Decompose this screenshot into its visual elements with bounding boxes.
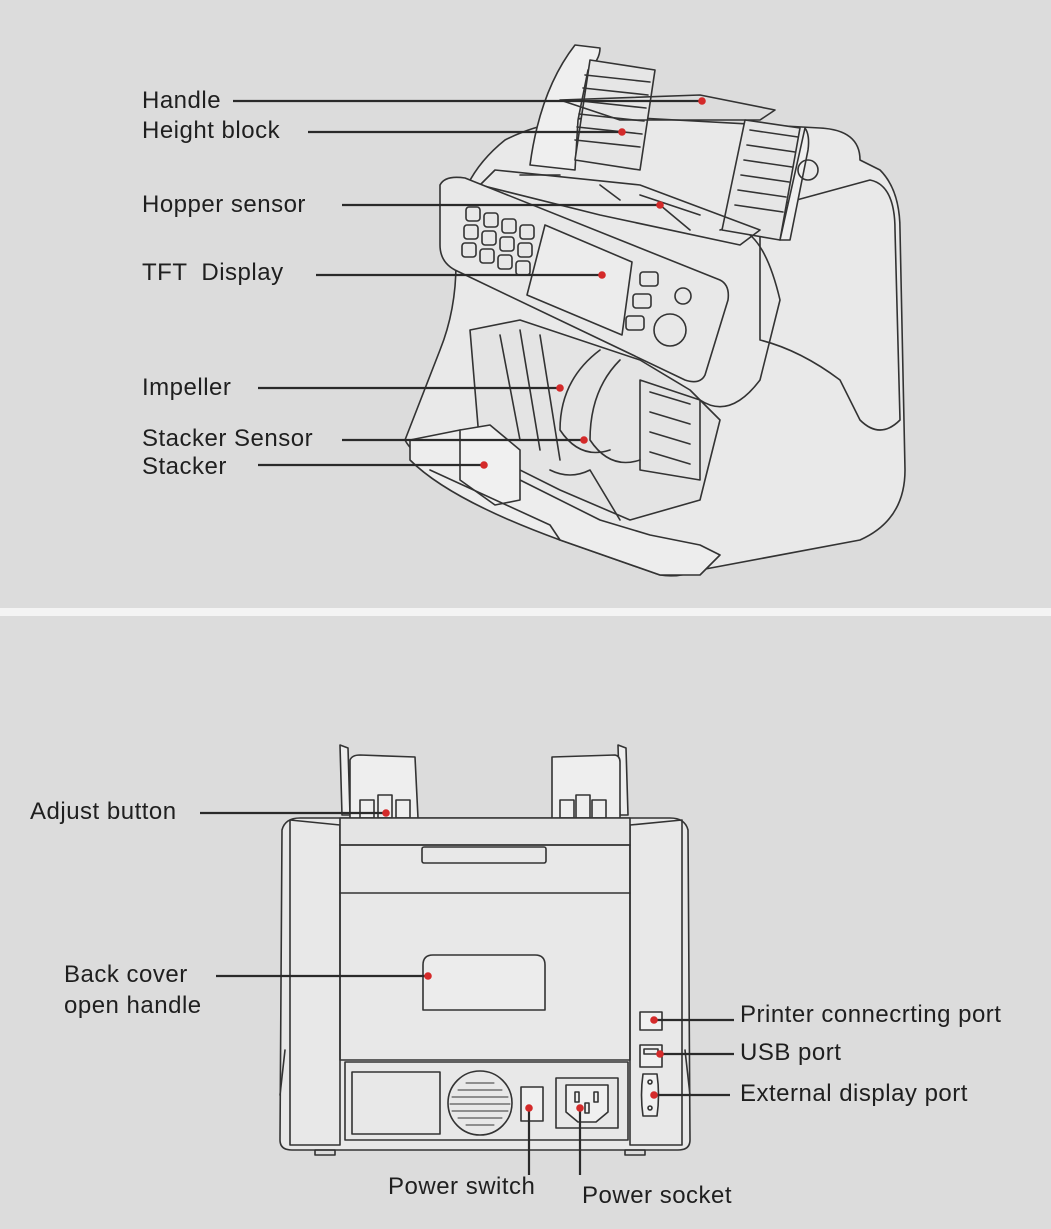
- label-stacker: Stacker: [142, 453, 227, 480]
- handle-dot: [698, 97, 706, 105]
- label-back-cover-line1: Back cover: [64, 961, 188, 988]
- label-power-socket: Power socket: [582, 1182, 733, 1209]
- external-display-port-dot: [650, 1091, 658, 1099]
- label-printer-port: Printer connecrting port: [740, 1001, 1002, 1028]
- rear-machine-illustration: [279, 744, 691, 1156]
- tft-display-dot: [598, 271, 606, 279]
- label-adjust-button: Adjust button: [30, 798, 177, 825]
- front-machine-illustration: [404, 44, 906, 577]
- adjust-button-dot: [382, 809, 390, 817]
- power-socket-dot: [576, 1104, 584, 1112]
- stacker-dot: [480, 461, 488, 469]
- printer-port-dot: [650, 1016, 658, 1024]
- callout-dots: [382, 97, 706, 1112]
- label-stacker-sensor: Stacker Sensor: [142, 425, 314, 452]
- stacker-sensor-dot: [580, 436, 588, 444]
- power-switch-dot: [525, 1104, 533, 1112]
- label-back-cover-line2: open handle: [64, 992, 202, 1019]
- height-block-dot: [618, 128, 626, 136]
- label-impeller: Impeller: [142, 374, 232, 401]
- label-power-switch: Power switch: [388, 1173, 536, 1200]
- label-tft-display: TFT Display: [142, 259, 284, 286]
- impeller-dot: [556, 384, 564, 392]
- callout-lines: [200, 99, 734, 1175]
- label-usb-port: USB port: [740, 1039, 842, 1066]
- hopper-sensor-dot: [656, 201, 664, 209]
- label-height-block: Height block: [142, 117, 281, 144]
- back-cover-dot: [424, 972, 432, 980]
- label-hopper-sensor: Hopper sensor: [142, 191, 306, 218]
- panel-divider: [0, 608, 1051, 616]
- label-handle: Handle: [142, 87, 222, 114]
- usb-port-dot: [656, 1050, 664, 1058]
- label-external-display-port: External display port: [740, 1080, 968, 1107]
